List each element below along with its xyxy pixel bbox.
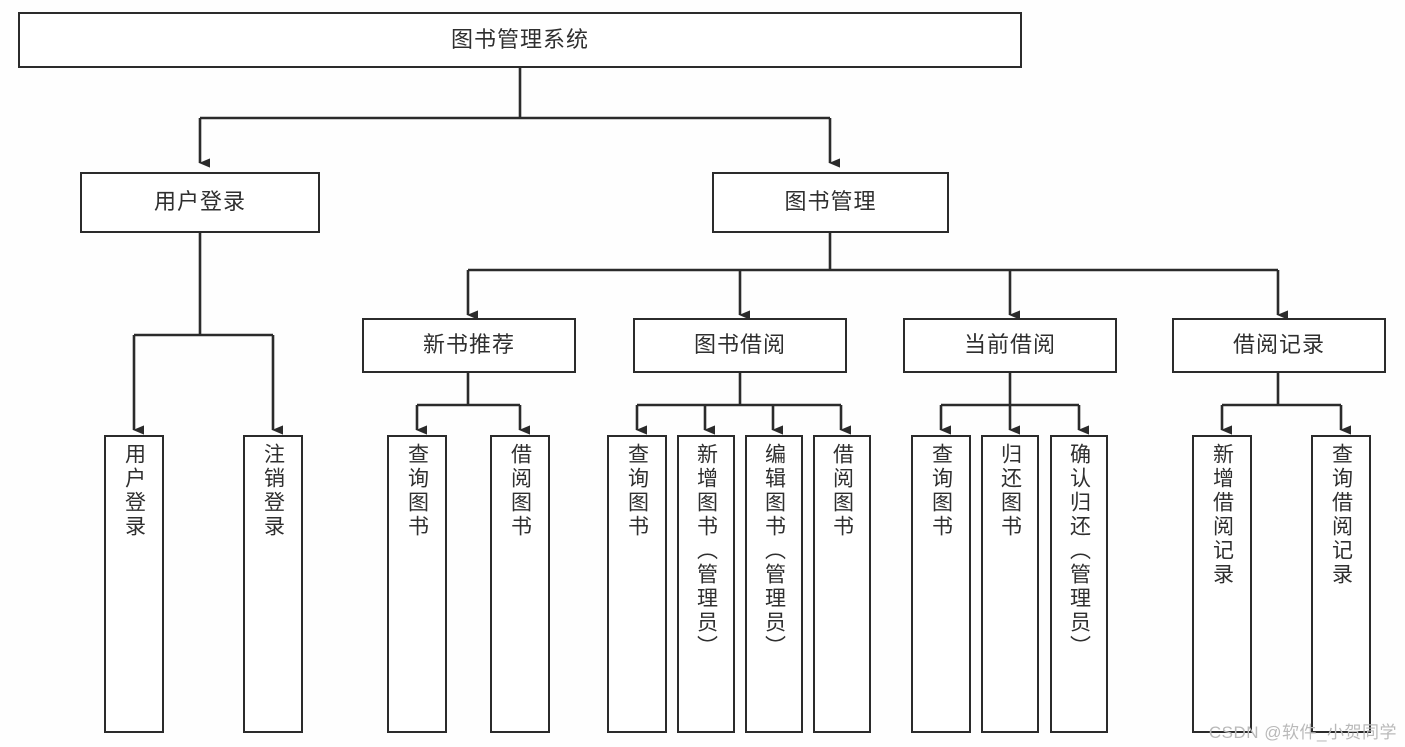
leaf-borrow-book[interactable]: 借阅图书 xyxy=(813,435,871,733)
node-borrow-record[interactable]: 借阅记录 xyxy=(1172,318,1386,373)
node-book-management[interactable]: 图书管理 xyxy=(712,172,949,233)
node-label: 新增图书（管理员） xyxy=(694,443,718,659)
node-label: 用户登录 xyxy=(153,189,246,215)
node-label: 借阅图书 xyxy=(508,443,532,539)
node-label: 借阅图书 xyxy=(830,443,854,539)
edges-currentborrow-to-leaves xyxy=(939,373,1089,435)
node-label: 用户登录 xyxy=(122,443,146,539)
node-label: 查询图书 xyxy=(929,443,953,539)
node-label: 查询图书 xyxy=(405,443,429,539)
leaf-query-book-current[interactable]: 查询图书 xyxy=(911,435,971,733)
node-label: 注销登录 xyxy=(261,443,285,539)
edges-newbook-to-leaves xyxy=(415,373,530,435)
leaf-add-borrow-record[interactable]: 新增借阅记录 xyxy=(1192,435,1252,733)
node-current-borrow[interactable]: 当前借阅 xyxy=(903,318,1117,373)
node-label: 确认归还（管理员） xyxy=(1067,443,1091,659)
edges-bookmanage-to-level3 xyxy=(466,233,1288,320)
leaf-user-logout[interactable]: 注销登录 xyxy=(243,435,303,733)
leaf-borrow-book-recommend[interactable]: 借阅图书 xyxy=(490,435,550,733)
node-label: 新增借阅记录 xyxy=(1210,443,1234,587)
node-new-book-recommend[interactable]: 新书推荐 xyxy=(362,318,576,373)
node-label: 查询图书 xyxy=(625,443,649,539)
leaf-confirm-return-admin[interactable]: 确认归还（管理员） xyxy=(1050,435,1108,733)
edges-userlogin-to-leaves xyxy=(132,233,283,435)
node-label: 借阅记录 xyxy=(1232,332,1325,358)
edges-bookborrow-to-leaves xyxy=(635,373,851,435)
leaf-return-book[interactable]: 归还图书 xyxy=(981,435,1039,733)
leaf-edit-book-admin[interactable]: 编辑图书（管理员） xyxy=(745,435,803,733)
edges-root-to-level2 xyxy=(198,68,840,168)
edges-borrowrecord-to-leaves xyxy=(1220,373,1351,435)
leaf-query-borrow-record[interactable]: 查询借阅记录 xyxy=(1311,435,1371,733)
node-book-borrow[interactable]: 图书借阅 xyxy=(633,318,847,373)
leaf-user-login[interactable]: 用户登录 xyxy=(104,435,164,733)
node-label: 编辑图书（管理员） xyxy=(762,443,786,659)
node-root-system[interactable]: 图书管理系统 xyxy=(18,12,1022,68)
leaf-query-book-recommend[interactable]: 查询图书 xyxy=(387,435,447,733)
node-user-login[interactable]: 用户登录 xyxy=(80,172,320,233)
node-label: 查询借阅记录 xyxy=(1329,443,1353,587)
node-label: 图书管理系统 xyxy=(450,26,589,52)
node-label: 归还图书 xyxy=(998,443,1022,539)
node-label: 当前借阅 xyxy=(963,332,1056,358)
node-label: 图书借阅 xyxy=(693,332,786,358)
node-label: 图书管理 xyxy=(784,189,877,215)
leaf-query-book-borrow[interactable]: 查询图书 xyxy=(607,435,667,733)
leaf-add-book-admin[interactable]: 新增图书（管理员） xyxy=(677,435,735,733)
node-label: 新书推荐 xyxy=(422,332,515,358)
watermark-text: CSDN @软件_小贺同学 xyxy=(1208,723,1397,742)
